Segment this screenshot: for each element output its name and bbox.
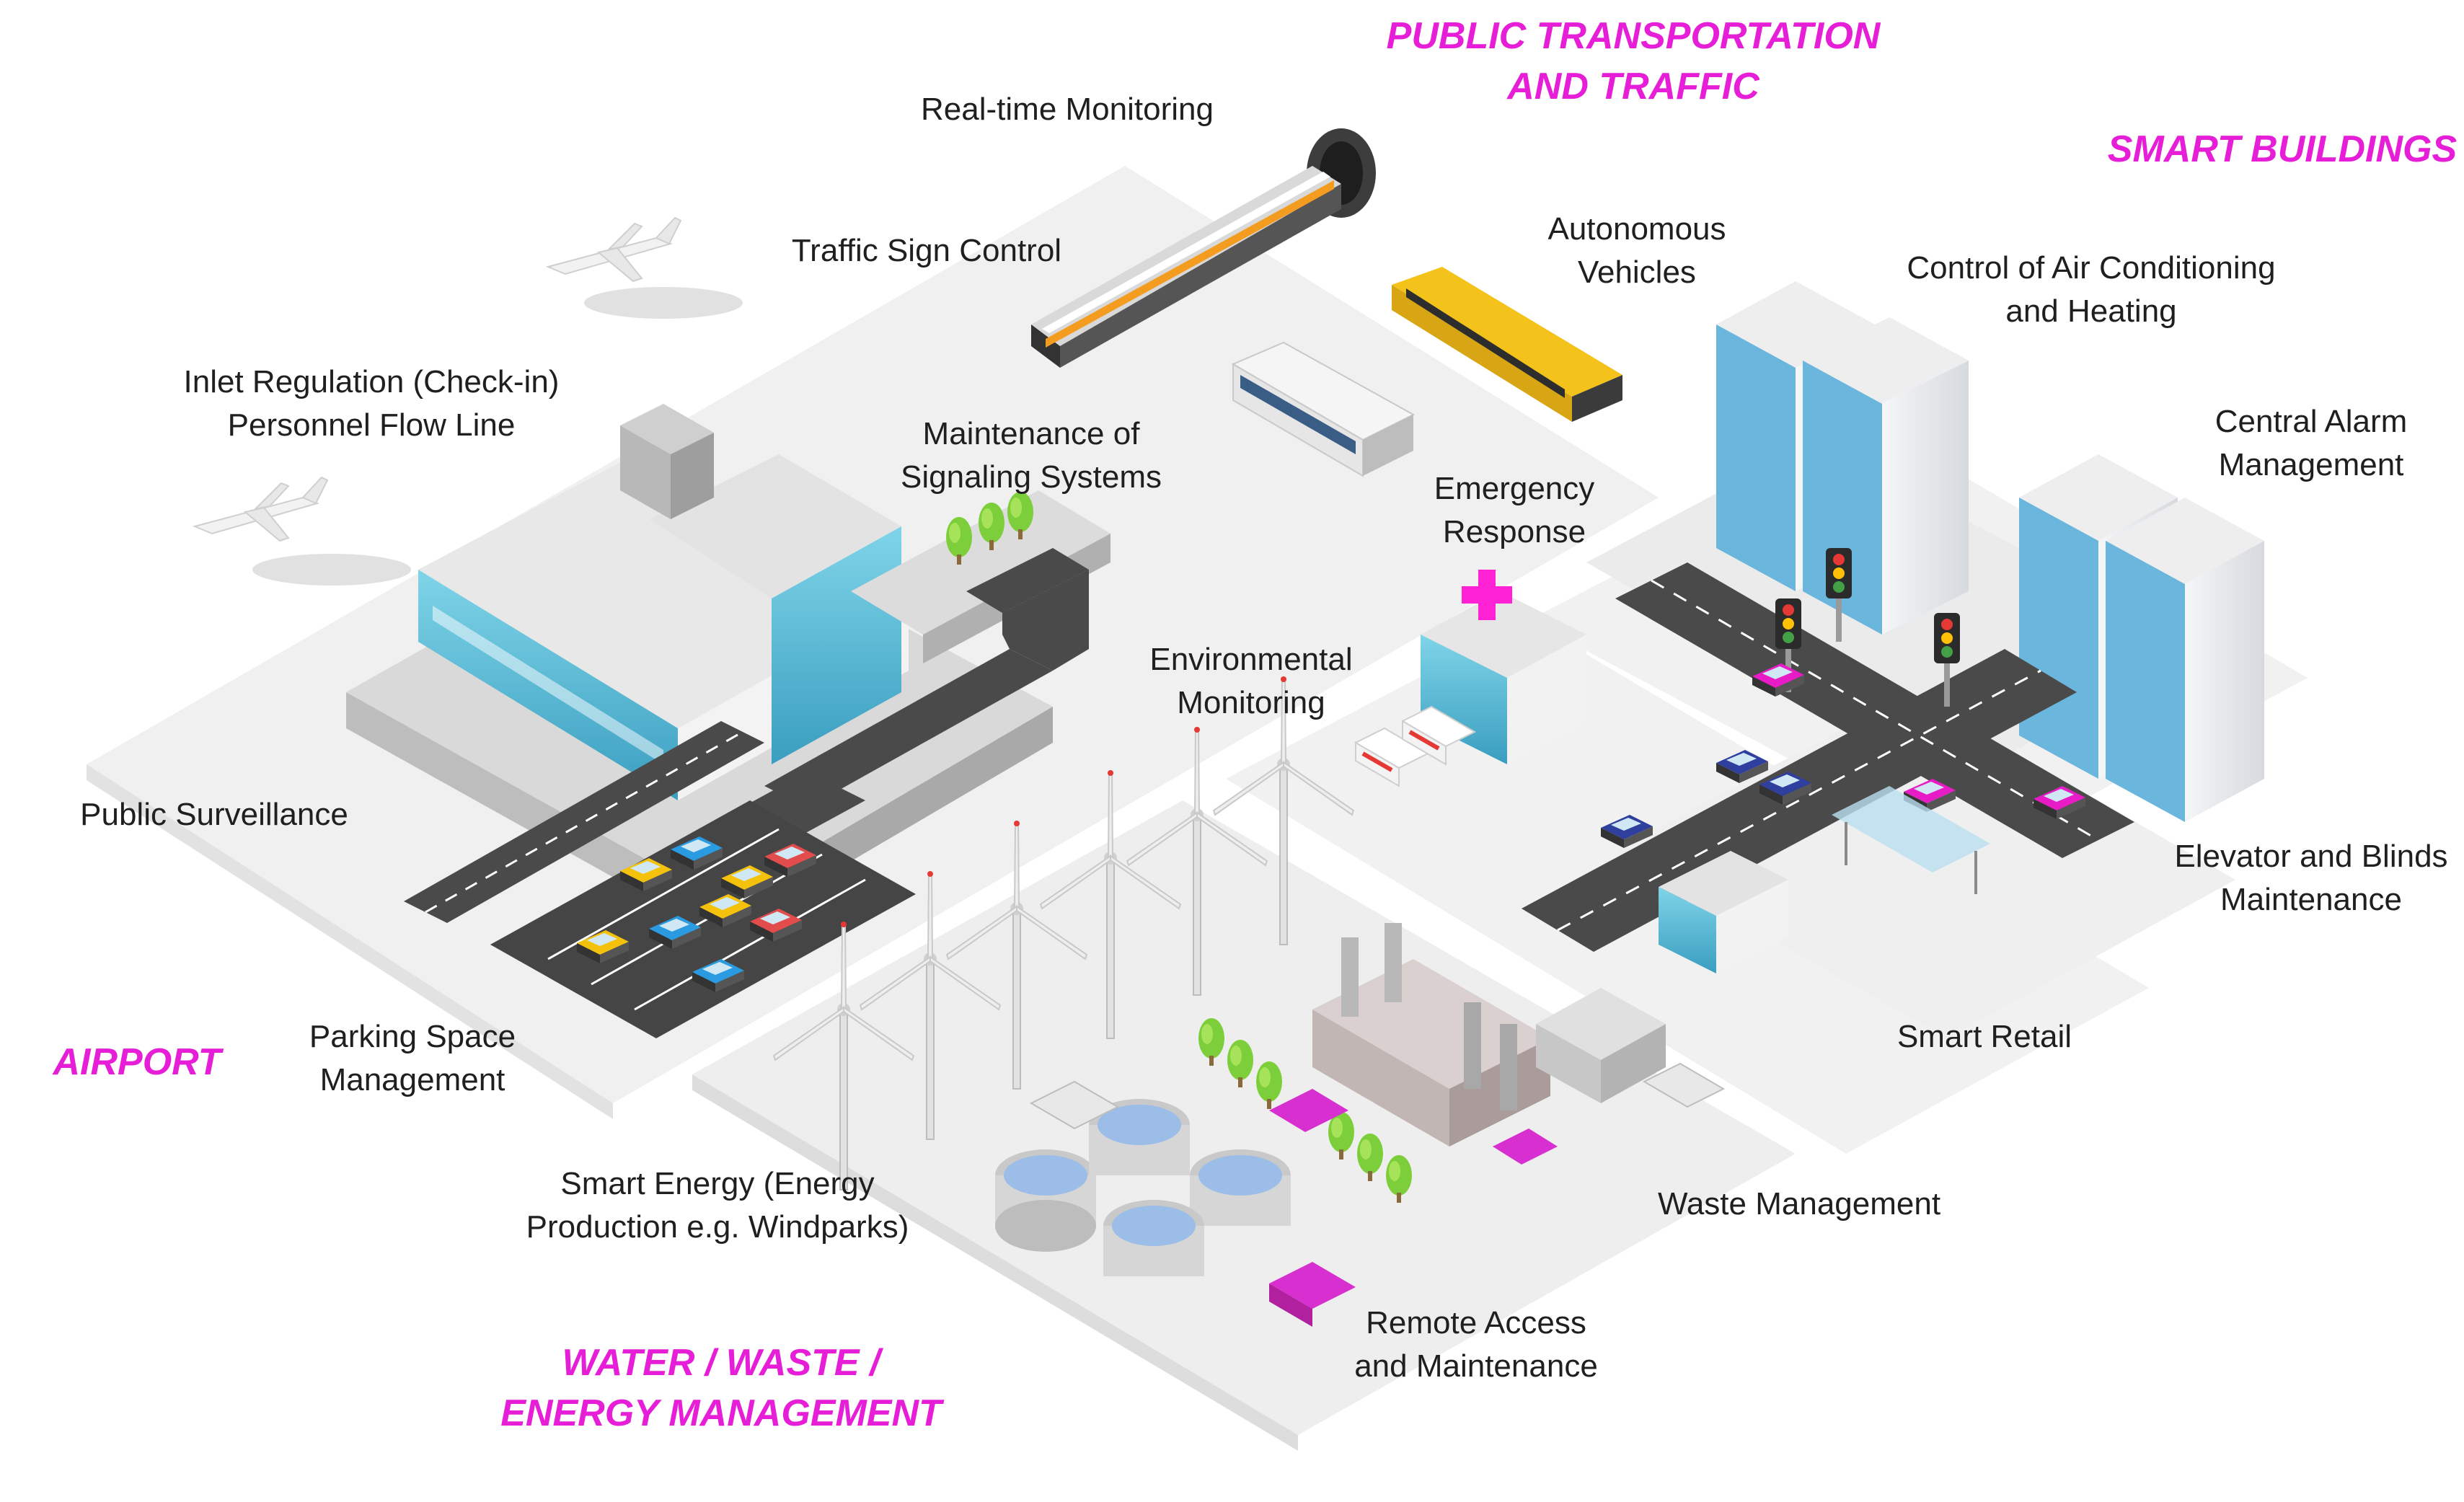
label-line: Waste Management bbox=[1657, 1186, 1941, 1222]
label-line: and Maintenance bbox=[1354, 1348, 1598, 1384]
category-smart-buildings: SMART BUILDINGS bbox=[2108, 124, 2457, 175]
label-traffic-sign-control: Traffic Sign Control bbox=[792, 229, 1061, 273]
label-line: Real-time Monitoring bbox=[921, 92, 1214, 127]
label-line: Emergency bbox=[1434, 471, 1595, 506]
category-line: AIRPORT bbox=[53, 1041, 221, 1083]
category-line: SMART BUILDINGS bbox=[2107, 128, 2458, 170]
label-line: Response bbox=[1442, 514, 1586, 549]
label-line: Remote Access bbox=[1366, 1305, 1586, 1340]
label-smart-energy: Smart Energy (Energy Production e.g. Win… bbox=[526, 1162, 909, 1249]
airplane-icon-1 bbox=[547, 217, 743, 319]
label-emergency-response: Emergency Response bbox=[1434, 467, 1595, 554]
label-inlet-regulation: Inlet Regulation (Check-in) Personnel Fl… bbox=[184, 361, 560, 447]
category-line: AND TRAFFIC bbox=[1507, 66, 1759, 107]
tram-icon bbox=[1392, 267, 1622, 422]
label-waste-management: Waste Management bbox=[1658, 1183, 1940, 1226]
label-environmental-monitoring: Environmental Monitoring bbox=[1149, 638, 1352, 725]
label-line: Production e.g. Windparks) bbox=[526, 1209, 909, 1245]
label-remote-access: Remote Access and Maintenance bbox=[1354, 1302, 1598, 1388]
label-line: Parking Space bbox=[309, 1019, 516, 1054]
label-line: Inlet Regulation (Check-in) bbox=[183, 364, 560, 399]
label-line: Autonomous bbox=[1547, 211, 1726, 247]
ambulance-icon bbox=[1354, 705, 1477, 787]
category-line: PUBLIC TRANSPORTATION bbox=[1386, 15, 1881, 57]
label-line: Elevator and Blinds bbox=[2174, 839, 2448, 874]
label-smart-retail: Smart Retail bbox=[1897, 1015, 2072, 1059]
city-roads bbox=[1522, 562, 2134, 952]
label-line: Smart Energy (Energy bbox=[560, 1166, 875, 1201]
category-water-waste-energy: WATER / WASTE / ENERGY MANAGEMENT bbox=[500, 1338, 942, 1439]
label-line: Control of Air Conditioning bbox=[1907, 250, 2276, 286]
label-line: Signaling Systems bbox=[901, 459, 1162, 495]
label-line: Vehicles bbox=[1578, 255, 1696, 290]
category-line: WATER / WASTE / bbox=[562, 1342, 880, 1384]
label-line: Management bbox=[319, 1062, 505, 1097]
train-icon bbox=[1031, 128, 1376, 368]
label-line: Personnel Flow Line bbox=[227, 407, 516, 443]
label-line: Management bbox=[2218, 447, 2404, 482]
category-airport: AIRPORT bbox=[53, 1037, 221, 1087]
label-line: and Heating bbox=[2005, 293, 2177, 329]
label-signaling-systems: Maintenance of Signaling Systems bbox=[901, 412, 1162, 499]
parking-lot bbox=[490, 800, 916, 1038]
label-line: Monitoring bbox=[1177, 685, 1325, 720]
label-line: Maintenance bbox=[2220, 882, 2402, 917]
category-public-transportation: PUBLIC TRANSPORTATION AND TRAFFIC bbox=[1387, 11, 1881, 112]
label-air-conditioning: Control of Air Conditioning and Heating bbox=[1907, 247, 2275, 333]
power-plant bbox=[1312, 923, 1666, 1147]
medical-cross-icon bbox=[1462, 570, 1512, 620]
truck-icon-group bbox=[1029, 1062, 1726, 1327]
label-realtime-monitoring: Real-time Monitoring bbox=[921, 88, 1214, 131]
label-central-alarm: Central Alarm Management bbox=[2215, 400, 2408, 487]
category-line: ENERGY MANAGEMENT bbox=[500, 1392, 942, 1434]
label-line: Central Alarm bbox=[2214, 404, 2408, 439]
label-line: Traffic Sign Control bbox=[791, 233, 1062, 268]
smart-building-towers bbox=[1716, 281, 2264, 822]
label-line: Public Surveillance bbox=[80, 797, 348, 832]
label-line: Maintenance of bbox=[922, 416, 1140, 451]
label-parking-space: Parking Space Management bbox=[309, 1015, 516, 1102]
bus-icon bbox=[1231, 341, 1416, 477]
label-autonomous-vehicles: Autonomous Vehicles bbox=[1547, 208, 1726, 294]
label-line: Environmental bbox=[1149, 642, 1353, 677]
label-elevator-blinds: Elevator and Blinds Maintenance bbox=[2174, 835, 2447, 922]
airplane-icon-2 bbox=[194, 477, 411, 586]
label-public-surveillance: Public Surveillance bbox=[80, 793, 348, 836]
water-tank-icon-group bbox=[995, 1099, 1291, 1276]
label-line: Smart Retail bbox=[1896, 1019, 2072, 1054]
retail-building bbox=[1659, 786, 1990, 973]
